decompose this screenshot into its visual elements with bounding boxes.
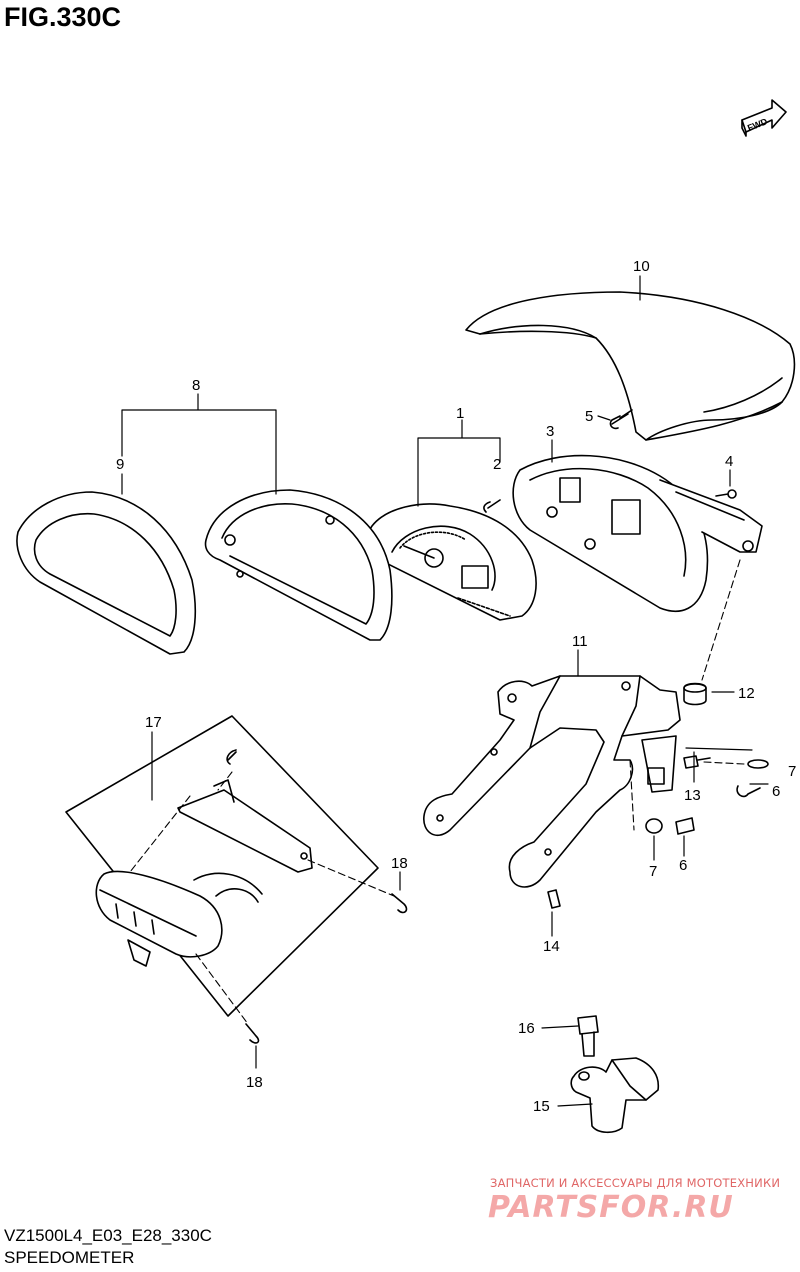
watermark-logo: PARTSFOR.RU — [488, 1190, 734, 1225]
part-15-speed-sensor — [570, 1057, 660, 1134]
callout-18-right: 18 — [391, 855, 408, 872]
callout-3: 3 — [546, 423, 554, 440]
screw-part-2 — [483, 499, 501, 513]
callout-15: 15 — [533, 1098, 550, 1115]
callout-10: 10 — [633, 258, 650, 275]
screw-part-18-right — [391, 893, 408, 914]
part-1-meter-assembly — [367, 503, 537, 621]
callout-9: 9 — [116, 456, 124, 473]
bolt-part-14 — [547, 889, 561, 909]
callout-18-bottom: 18 — [246, 1074, 263, 1091]
washer-part-7-lower — [645, 818, 663, 834]
bolt-part-4 — [715, 489, 737, 499]
washer-part-7-upper — [747, 759, 769, 769]
dashed-assembly-lines — [129, 559, 745, 1025]
screw-part-5 — [609, 409, 633, 430]
part-3-meter-case — [512, 454, 763, 612]
callout-7-lower: 7 — [649, 863, 657, 880]
part-11-meter-bracket — [423, 675, 681, 888]
part-10-meter-cover — [465, 291, 796, 441]
callout-16: 16 — [518, 1020, 535, 1037]
callout-4: 4 — [725, 453, 733, 470]
callout-12: 12 — [738, 685, 755, 702]
part-17-lamp-assembly — [65, 715, 379, 1017]
callout-6-lower: 6 — [679, 857, 687, 874]
callout-5: 5 — [585, 408, 593, 425]
callout-17: 17 — [145, 714, 162, 731]
screw-part-6-lower — [675, 817, 695, 835]
screw-part-18-bottom — [245, 1023, 260, 1044]
section-name: SPEEDOMETER — [4, 1248, 135, 1267]
part-8-meter-bezel — [204, 489, 393, 641]
fwd-arrow-icon — [741, 99, 787, 137]
callout-2: 2 — [493, 456, 501, 473]
screw-part-6-upper — [736, 785, 761, 798]
part-12-grommet — [683, 682, 707, 706]
callout-6-upper: 6 — [772, 783, 780, 800]
callout-7-upper: 7 — [788, 763, 796, 780]
callout-13: 13 — [684, 787, 701, 804]
screw-part-18-in-box — [226, 749, 237, 765]
callout-1: 1 — [456, 405, 464, 422]
callout-14: 14 — [543, 938, 560, 955]
leader-lines — [121, 275, 769, 1107]
figure-title: FIG.330C — [4, 2, 122, 32]
part-9-outer-rim — [16, 491, 197, 655]
callout-11: 11 — [572, 633, 588, 650]
model-code: VZ1500L4_E03_E28_330C — [4, 1226, 212, 1245]
callout-8: 8 — [192, 377, 200, 394]
watermark-tagline: ЗАПЧАСТИ И АКСЕССУАРЫ ДЛЯ МОТОТЕХНИКИ — [490, 1176, 781, 1190]
part-16-sensor-bolt — [577, 1015, 599, 1057]
